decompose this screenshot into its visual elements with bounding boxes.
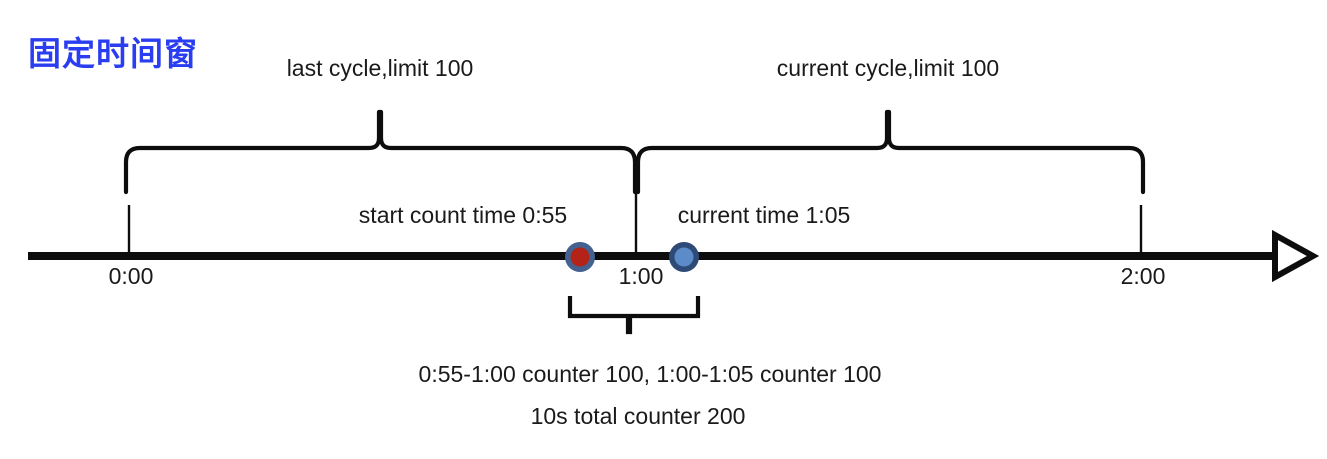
start-count-dot[interactable] — [570, 247, 590, 267]
axis-tick-label-2-00: 2:00 — [1120, 263, 1166, 289]
counter-breakdown-text: 0:55-1:00 counter 100, 1:00-1:05 counter… — [418, 361, 882, 387]
start-count-time-label: start count time 0:55 — [358, 202, 568, 228]
total-counter-text: 10s total counter 200 — [530, 403, 746, 429]
last-cycle-label: last cycle,limit 100 — [286, 55, 474, 81]
axis-tick-label-0-00: 0:00 — [108, 263, 154, 289]
axis-tick-label-1-00: 1:00 — [618, 263, 664, 289]
current-time-dot[interactable] — [674, 247, 694, 267]
page-title: 固定时间窗 — [28, 34, 198, 73]
brace-last-cycle — [123, 109, 638, 195]
current-cycle-label: current cycle,limit 100 — [776, 55, 1000, 81]
brace-current-cycle — [635, 109, 1146, 195]
current-time-label: current time 1:05 — [677, 202, 851, 228]
brace-counting-window — [567, 296, 701, 335]
time-arrow-icon — [1272, 229, 1320, 283]
